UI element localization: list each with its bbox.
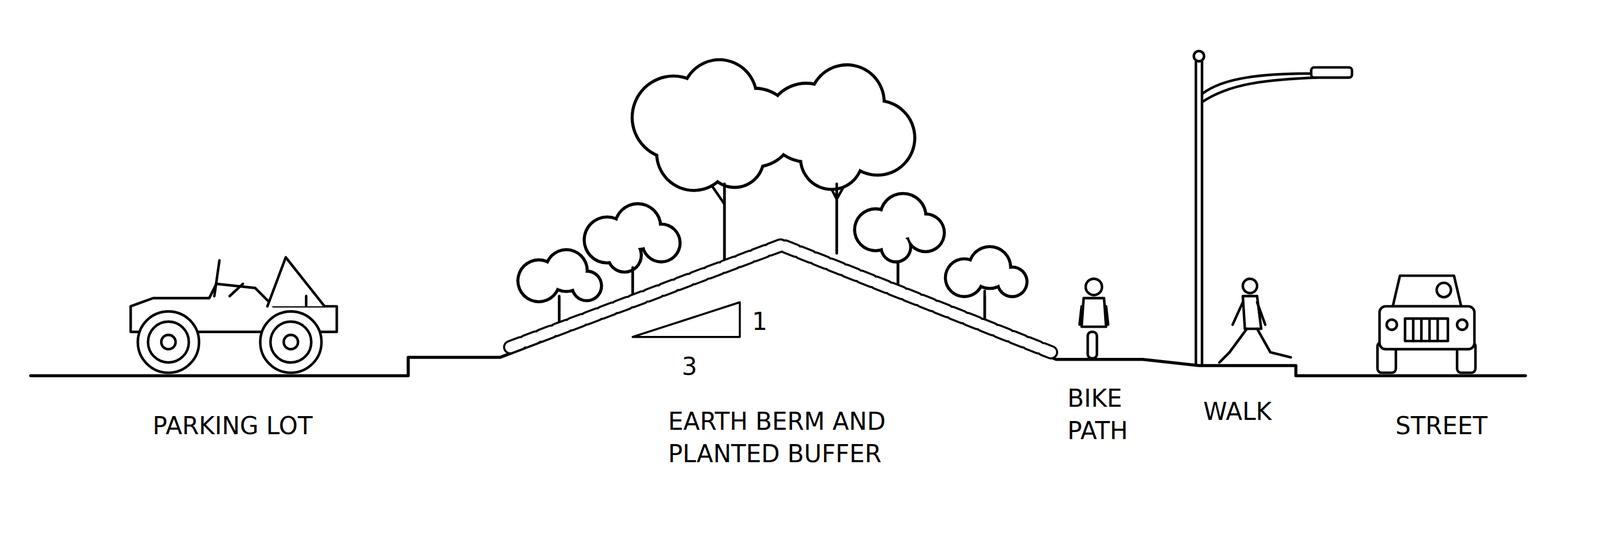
slope-run: 3 bbox=[681, 349, 698, 383]
earth-berm bbox=[500, 250, 1057, 362]
area-label: BIKE PATH bbox=[1067, 381, 1145, 448]
pedestrian bbox=[1219, 278, 1291, 363]
berm-stones bbox=[510, 244, 1051, 352]
car bbox=[1377, 275, 1476, 373]
area-label: EARTH BERM AND PLANTED BUFFER bbox=[668, 404, 932, 471]
area-label: WALK bbox=[1203, 394, 1272, 428]
jeep bbox=[130, 257, 337, 373]
ground-line bbox=[30, 247, 1526, 376]
area-label: PARKING LOT bbox=[152, 409, 313, 442]
area-label: STREET bbox=[1395, 409, 1488, 442]
slope-triangle bbox=[632, 302, 740, 337]
slope-rise: 1 bbox=[752, 304, 768, 338]
street-lamp bbox=[1194, 51, 1353, 366]
bicyclist bbox=[1079, 278, 1108, 359]
